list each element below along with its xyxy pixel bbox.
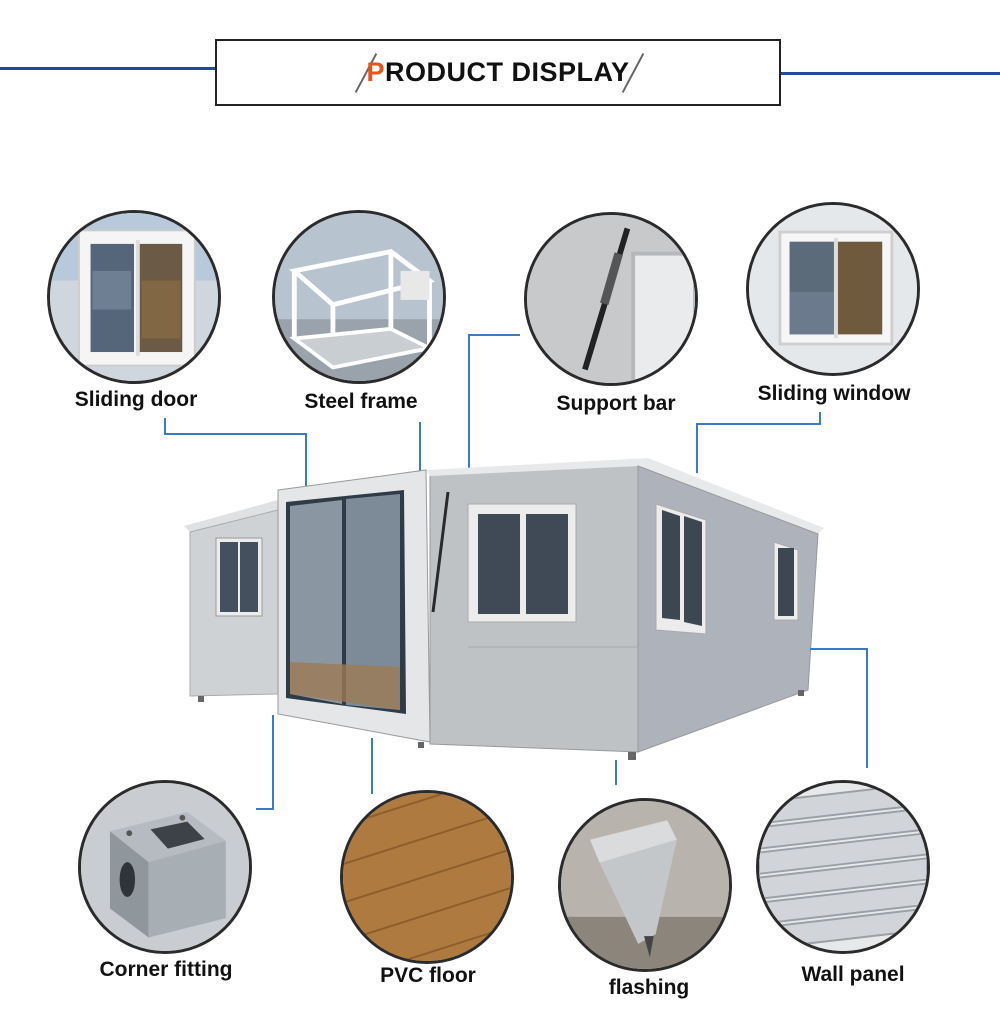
support-bar-label: Support bar: [556, 392, 676, 415]
steel-frame-photo: [272, 210, 446, 384]
banner-box: PRODUCT DISPLAY: [215, 39, 781, 106]
connector-sliding-door-h: [164, 433, 306, 435]
support-bar-photo: [524, 212, 698, 386]
wall-panel-label: Wall panel: [801, 963, 905, 986]
flashing-label: flashing: [608, 976, 690, 999]
corner-fitting-photo: [78, 780, 252, 954]
flashing-photo: [558, 798, 732, 972]
connector-corner-fitting-h: [256, 808, 274, 810]
connector-sliding-door-v2: [305, 433, 307, 491]
sliding-door-photo: [47, 210, 221, 384]
banner-line-right: [650, 72, 1000, 75]
connector-pvc-floor: [371, 738, 373, 794]
wall-panel-photo: [756, 780, 930, 954]
page-title: PRODUCT DISPLAY: [217, 57, 779, 88]
pvc-floor-label: PVC floor: [380, 964, 476, 987]
pvc-floor-photo: [340, 790, 514, 964]
title-initial: P: [366, 57, 385, 87]
corner-fitting-label: Corner fitting: [99, 958, 233, 981]
connector-wall-panel-h: [810, 648, 868, 650]
sliding-door-label: Sliding door: [74, 388, 198, 411]
sliding-window-label: Sliding window: [757, 382, 911, 405]
connector-sliding-door-v1: [164, 418, 166, 435]
container-house-illustration: [178, 452, 826, 782]
title-rest: RODUCT DISPLAY: [384, 57, 630, 87]
connector-steel-frame: [419, 422, 421, 472]
connector-flashing: [615, 760, 617, 785]
connector-corner-fitting-v: [272, 715, 274, 809]
connector-sliding-window-v2: [819, 412, 821, 425]
connector-wall-panel-v: [866, 648, 868, 768]
connector-sliding-window-h: [696, 423, 820, 425]
banner-line-left: [0, 67, 360, 70]
connector-support-bar-h: [468, 334, 520, 336]
steel-frame-label: Steel frame: [304, 390, 418, 413]
connector-support-bar-v: [468, 334, 470, 474]
connector-sliding-window-v1: [696, 423, 698, 473]
sliding-window-photo: [746, 202, 920, 376]
